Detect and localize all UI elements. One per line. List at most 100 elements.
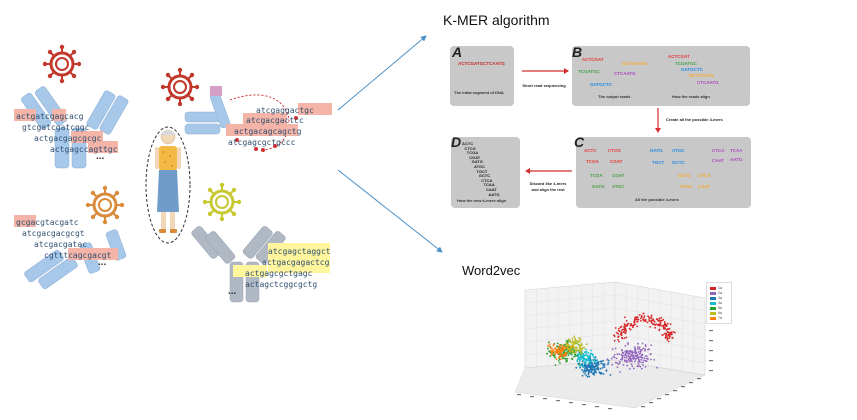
scatter-point bbox=[594, 357, 596, 359]
panel-b-align-5: CTCAATG bbox=[697, 80, 719, 85]
scatter-point bbox=[553, 343, 555, 346]
seq-g3-4: cgtttcagcgacgt bbox=[44, 251, 112, 260]
scatter-point bbox=[623, 356, 626, 359]
scatter-point bbox=[562, 357, 564, 360]
panel-d-caption: How the new k-mers align bbox=[457, 198, 507, 203]
scatter-point bbox=[558, 355, 561, 357]
scatter-point bbox=[579, 366, 581, 369]
scatter-point bbox=[635, 318, 638, 321]
scatter-point bbox=[623, 337, 626, 339]
scatter-point bbox=[630, 353, 632, 356]
kmer-title: K-MER algorithm bbox=[443, 12, 550, 28]
panel-c-mer: CAAT bbox=[712, 158, 725, 163]
epitope-marker bbox=[210, 86, 222, 96]
legend-label: 4a bbox=[718, 301, 722, 305]
scatter-point bbox=[646, 321, 649, 324]
scatter-point bbox=[637, 348, 639, 350]
highlight-group3 bbox=[14, 215, 36, 227]
scatter-point bbox=[619, 371, 621, 373]
scatter-point bbox=[650, 317, 652, 320]
panel-d-label: D bbox=[451, 134, 462, 150]
scatter-point bbox=[547, 341, 550, 344]
scatter-point bbox=[639, 361, 641, 363]
panel-c-mer: ATGC bbox=[672, 148, 685, 153]
scatter-point bbox=[588, 366, 591, 369]
scatter-point bbox=[592, 356, 595, 358]
scatter-point bbox=[663, 322, 666, 325]
panel-a-caption: The intial segment of DNA bbox=[454, 90, 504, 95]
scatter-point bbox=[559, 353, 562, 356]
scatter-point bbox=[605, 370, 608, 372]
scatter-point bbox=[650, 353, 652, 355]
scatter-point bbox=[670, 332, 672, 335]
scatter-point bbox=[579, 359, 581, 362]
scatter-point bbox=[579, 347, 582, 349]
scatter-point bbox=[625, 354, 627, 357]
highlight-group4 bbox=[268, 243, 330, 273]
axis-tick bbox=[709, 370, 713, 372]
scatter-point bbox=[580, 363, 582, 366]
scatter-point bbox=[629, 357, 632, 359]
scatter-point bbox=[640, 367, 643, 370]
seq-g2-1: atcgaggactgc bbox=[256, 106, 314, 115]
scatter-point bbox=[602, 364, 605, 367]
scatter-point bbox=[674, 331, 676, 334]
scatter-point bbox=[627, 352, 629, 355]
seq-g2-2: atcgacgactcc bbox=[246, 116, 304, 125]
panel-b-caption-right: How the reads align bbox=[672, 94, 710, 99]
scatter-point bbox=[616, 366, 619, 369]
arrow-b-c bbox=[655, 108, 661, 133]
scatter-point bbox=[562, 348, 565, 350]
scatter-point bbox=[641, 342, 644, 345]
scatter-point bbox=[563, 345, 566, 348]
scatter-point bbox=[655, 323, 658, 326]
virus-icon-red bbox=[41, 43, 83, 85]
scatter-point bbox=[644, 349, 646, 352]
panel-d-mer: AATG bbox=[488, 191, 500, 197]
scatter-point bbox=[639, 365, 642, 368]
scatter-point bbox=[653, 359, 656, 361]
scatter-point bbox=[557, 360, 560, 362]
panel-b-align-2: TCGATGC bbox=[675, 61, 697, 66]
scatter-point bbox=[666, 322, 669, 325]
axis-tick bbox=[517, 394, 521, 396]
scatter-point bbox=[629, 328, 632, 331]
legend-label: 1a bbox=[718, 286, 722, 290]
scatter-point bbox=[627, 358, 630, 360]
scatter-point bbox=[652, 318, 654, 321]
scatter-point bbox=[583, 346, 586, 349]
scatter-point bbox=[665, 323, 667, 326]
scatter-point bbox=[613, 353, 616, 356]
scatter-point bbox=[667, 340, 670, 343]
scatter-point bbox=[621, 356, 624, 359]
scatter-point bbox=[650, 316, 653, 318]
scatter-point bbox=[576, 353, 579, 356]
scatter-point bbox=[595, 371, 597, 374]
scatter-point bbox=[584, 354, 587, 357]
scatter-point bbox=[641, 316, 643, 318]
scatter-point bbox=[594, 365, 596, 368]
panel-d-mer: TCAA bbox=[483, 182, 495, 188]
scatter-point bbox=[650, 321, 653, 323]
panel-c-mer: CGAT bbox=[612, 173, 625, 178]
axis-tick bbox=[657, 398, 661, 400]
scatter-point bbox=[602, 359, 604, 362]
panel-b-read-2: GCTCAATG bbox=[622, 61, 648, 66]
legend-swatch bbox=[710, 316, 716, 320]
scatter-point bbox=[566, 343, 568, 346]
scatter-point bbox=[618, 362, 621, 364]
panel-d-mer: CTCA bbox=[481, 177, 493, 183]
scatter-point bbox=[565, 359, 568, 362]
scatter-point bbox=[585, 358, 587, 360]
scatter-point bbox=[621, 337, 624, 340]
panel-d-mer: GCTC bbox=[478, 173, 491, 179]
axis-tick bbox=[709, 330, 713, 332]
scatter-point bbox=[574, 353, 576, 356]
scatter-point bbox=[590, 349, 592, 352]
scatter-point bbox=[576, 341, 579, 344]
panel-c-mer: TCAA bbox=[730, 148, 743, 153]
panel-c-mer: CTCG bbox=[608, 148, 621, 153]
panel-c-mer: TCGA bbox=[590, 173, 603, 178]
scatter-point bbox=[661, 334, 664, 336]
scatter-point bbox=[632, 324, 635, 326]
